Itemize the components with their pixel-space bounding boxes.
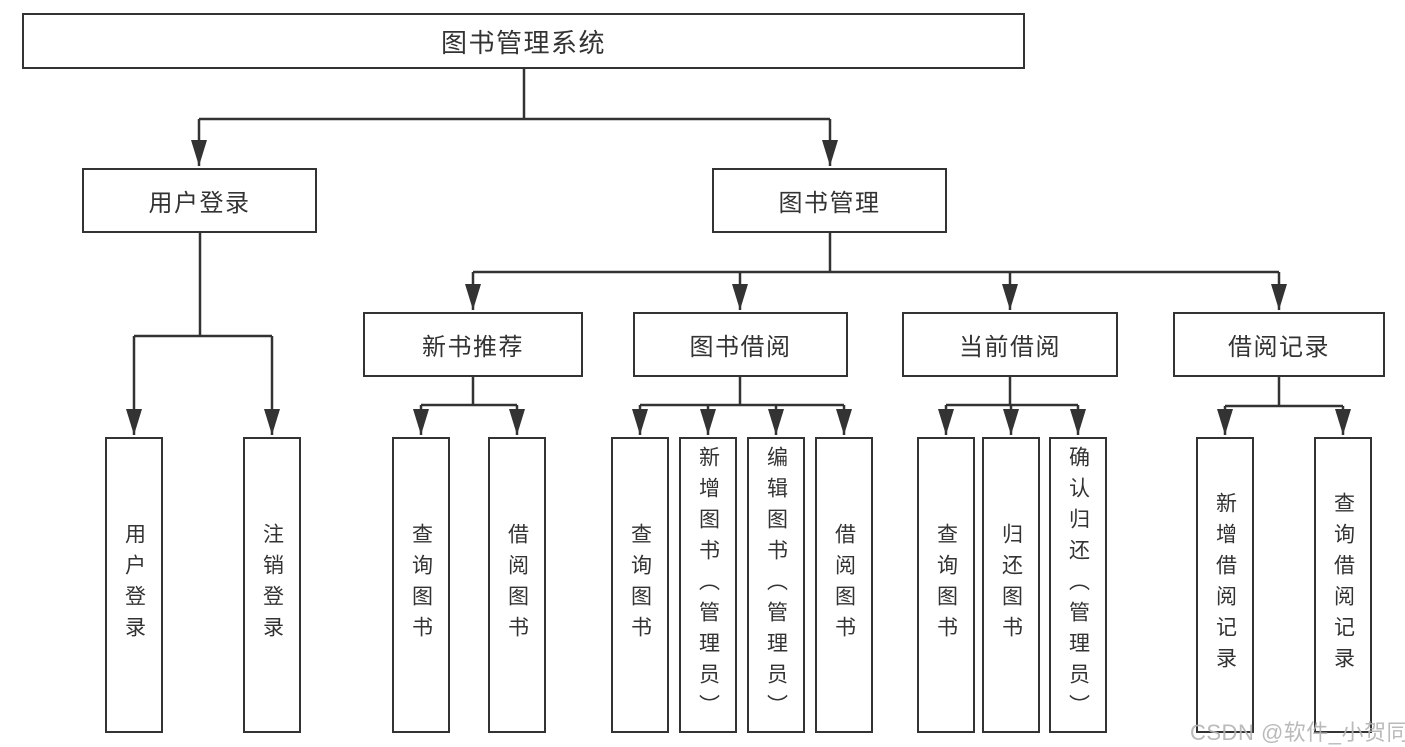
leaf-borrow-books-label: 借阅图书 bbox=[832, 523, 856, 647]
leaf-return-book: 归还图书 bbox=[982, 437, 1040, 733]
leaf-borrow-books-recommend-label: 借阅图书 bbox=[505, 523, 529, 647]
leaf-logout-label: 注销登录 bbox=[260, 523, 284, 647]
leaf-query-borrow-record-label: 查询借阅记录 bbox=[1331, 492, 1355, 678]
node-current-borrow-label: 当前借阅 bbox=[959, 334, 1061, 361]
leaf-query-borrow-record: 查询借阅记录 bbox=[1314, 437, 1372, 733]
leaf-query-books-borrow: 查询图书 bbox=[611, 437, 669, 733]
csdn-watermark: CSDN @软件_小贺同学 bbox=[1190, 720, 1405, 745]
leaf-query-books-recommend-label: 查询图书 bbox=[409, 523, 433, 647]
leaf-add-borrow-record: 新增借阅记录 bbox=[1196, 437, 1254, 733]
node-new-book-recommend-label: 新书推荐 bbox=[422, 334, 524, 361]
node-current-borrow: 当前借阅 bbox=[902, 312, 1118, 377]
leaf-add-borrow-record-label: 新增借阅记录 bbox=[1213, 492, 1237, 678]
leaf-confirm-return-admin-label: 确认归还（管理员） bbox=[1066, 445, 1090, 725]
leaf-user-login: 用户登录 bbox=[105, 437, 163, 733]
node-new-book-recommend: 新书推荐 bbox=[363, 312, 583, 377]
leaf-query-books-current: 查询图书 bbox=[917, 437, 975, 733]
node-borrow-records-label: 借阅记录 bbox=[1228, 334, 1330, 361]
node-borrow-records: 借阅记录 bbox=[1173, 312, 1385, 377]
leaf-edit-book-admin-label: 编辑图书（管理员） bbox=[764, 445, 788, 725]
leaf-return-book-label: 归还图书 bbox=[999, 523, 1023, 647]
leaf-borrow-books-recommend: 借阅图书 bbox=[488, 437, 546, 733]
leaf-query-books-current-label: 查询图书 bbox=[934, 523, 958, 647]
node-user-login: 用户登录 bbox=[82, 168, 317, 233]
leaf-confirm-return-admin: 确认归还（管理员） bbox=[1049, 437, 1107, 733]
node-book-borrow-label: 图书借阅 bbox=[689, 334, 792, 361]
leaf-user-login-label: 用户登录 bbox=[122, 523, 146, 647]
leaf-add-book-admin-label: 新增图书（管理员） bbox=[696, 445, 720, 725]
node-book-management: 图书管理 bbox=[712, 168, 947, 233]
node-user-login-label: 用户登录 bbox=[148, 190, 251, 217]
leaf-add-book-admin: 新增图书（管理员） bbox=[679, 437, 737, 733]
leaf-borrow-books: 借阅图书 bbox=[815, 437, 873, 733]
node-book-management-label: 图书管理 bbox=[778, 190, 881, 217]
node-root-label: 图书管理系统 bbox=[440, 27, 606, 58]
leaf-query-books-borrow-label: 查询图书 bbox=[628, 523, 652, 647]
node-root: 图书管理系统 bbox=[22, 13, 1025, 69]
leaf-logout: 注销登录 bbox=[243, 437, 301, 733]
node-book-borrow: 图书借阅 bbox=[633, 312, 848, 377]
leaf-query-books-recommend: 查询图书 bbox=[392, 437, 450, 733]
leaf-edit-book-admin: 编辑图书（管理员） bbox=[747, 437, 805, 733]
